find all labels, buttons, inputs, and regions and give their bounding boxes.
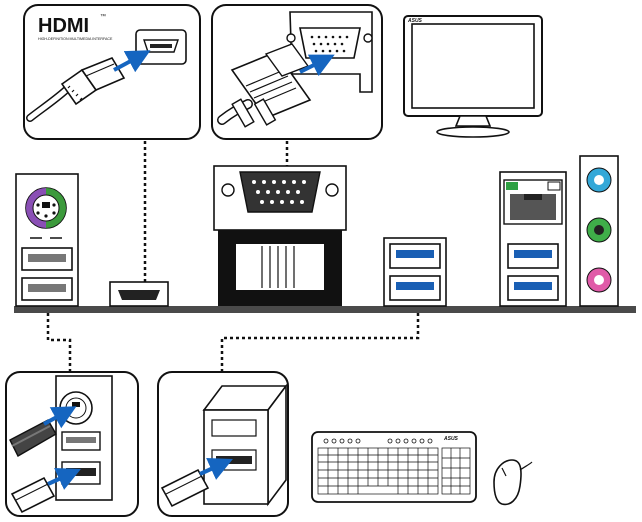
hdmi-cable-plug-icon xyxy=(26,57,126,122)
audio-jack-stack xyxy=(579,155,619,307)
usb3-port-bottom-icon xyxy=(389,275,441,301)
motherboard-edge xyxy=(14,306,636,313)
ps2-insert-arrow xyxy=(43,406,77,429)
usb-zoom-panel xyxy=(157,371,289,517)
hdmi-logo: HDMI xyxy=(38,15,89,37)
lan-usb3-port-top-icon xyxy=(507,243,559,269)
vga-zoom-panel xyxy=(211,4,383,140)
usb2-port-bottom-icon xyxy=(21,277,73,301)
lan-usb3-stack xyxy=(499,171,567,307)
keyboard-brand: ASUS xyxy=(443,436,459,442)
ps2-usb-zoom-panel xyxy=(5,371,139,517)
ps2-connector-line xyxy=(46,313,72,372)
monitor-brand: ASUS xyxy=(407,18,423,24)
hdmi-tagline: HIGH-DEFINITION MULTIMEDIA INTERFACE xyxy=(38,37,113,41)
audio-mic-jack-icon xyxy=(586,267,612,293)
ps2-port-icon xyxy=(25,187,67,229)
keyboard-icon: ASUS xyxy=(311,431,477,503)
hdmi-zoom-panel: HDMI ™ HIGH-DEFINITION MULTIMEDIA INTERF… xyxy=(23,4,201,140)
vga-insert-arrow xyxy=(299,54,335,77)
hdmi-insert-arrow xyxy=(113,50,151,73)
lan-port-icon xyxy=(503,179,563,225)
hdmi-socket-icon xyxy=(135,29,187,65)
zoom-usb-box-icon xyxy=(202,383,288,507)
zoom-ps2-port-icon xyxy=(59,391,93,425)
hdmi-trademark: ™ xyxy=(100,13,106,20)
hdmi-port-icon xyxy=(109,281,169,307)
zoom-usb-top-icon xyxy=(61,431,101,451)
usb-connector-line xyxy=(220,313,420,372)
ps2-usb-stack xyxy=(15,173,79,307)
vga-port-icon xyxy=(239,171,321,213)
usb-plug-icon-right xyxy=(160,468,210,508)
vga-port-stack xyxy=(213,165,347,306)
ps2-plug-icon xyxy=(9,419,57,457)
lan-usb3-port-bottom-icon xyxy=(507,275,559,301)
monitor-icon: ASUS xyxy=(403,15,543,138)
usb2-port-top-icon xyxy=(21,247,73,271)
usb3-port-top-icon xyxy=(389,243,441,269)
vga-cable-plug-icon xyxy=(217,43,312,128)
usb3-stack xyxy=(383,237,447,307)
mouse-icon xyxy=(493,459,533,506)
usb-insert-arrow-left xyxy=(47,468,81,490)
audio-line-in-jack-icon xyxy=(586,167,612,193)
usb-insert-arrow-right xyxy=(199,458,233,480)
usb-plug-icon-left xyxy=(10,476,56,514)
audio-line-out-jack-icon xyxy=(586,217,612,243)
